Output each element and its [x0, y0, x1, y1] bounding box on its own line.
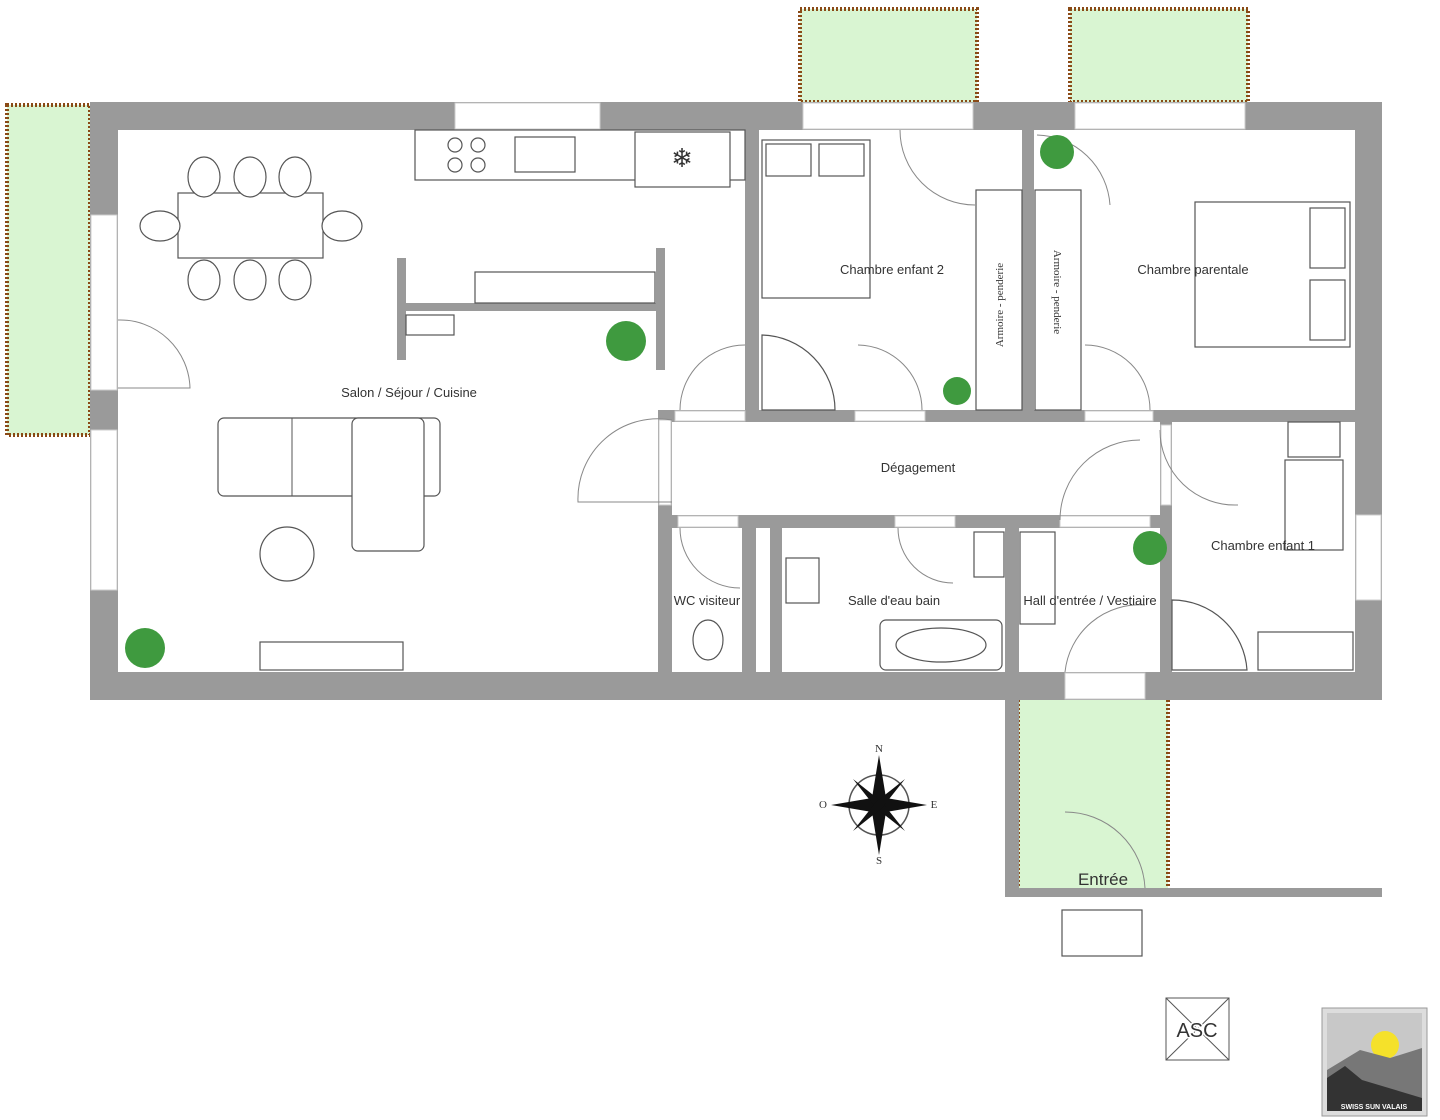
- kitchen-counter: ❄: [414, 129, 746, 188]
- svg-text:SWISS SUN VALAIS: SWISS SUN VALAIS: [1341, 1104, 1408, 1111]
- plants: [125, 135, 1167, 668]
- balcony-west: [5, 103, 92, 437]
- compass-south: S: [876, 855, 882, 867]
- entry-terrace: [1016, 700, 1170, 892]
- room-label-salle-eau: Salle d'eau bain: [848, 593, 940, 608]
- elevator: ASC: [1165, 997, 1230, 1061]
- room-label-degagement: Dégagement: [881, 460, 956, 475]
- dining-table: [139, 156, 363, 301]
- wall: [1005, 888, 1382, 897]
- compass-east: E: [931, 799, 938, 811]
- wall: [1005, 700, 1019, 897]
- room-label-hall: Hall d'entrée / Vestiaire: [1023, 593, 1156, 608]
- compass-west: O: [819, 799, 827, 811]
- sofa: [217, 271, 656, 671]
- elevator-label: ASC: [1176, 1020, 1217, 1042]
- bathroom-fixtures: [692, 531, 1143, 957]
- compass-rose-icon: N E S O: [819, 743, 938, 867]
- room-label-salon: Salon / Séjour / Cuisine: [341, 385, 477, 400]
- svg-text:❄: ❄: [671, 143, 693, 173]
- room-label-wc: WC visiteur: [674, 593, 741, 608]
- balcony-north-2: [1068, 7, 1250, 104]
- balcony-north-1: [798, 7, 979, 104]
- bedroom-furniture: [761, 139, 1354, 671]
- compass-north: N: [875, 743, 883, 755]
- label-armoire-2: Armoire - penderie: [1051, 250, 1063, 334]
- label-entree: Entrée: [1078, 870, 1128, 889]
- swiss-sun-valais-logo: SWISS SUN VALAIS: [1321, 1007, 1428, 1117]
- room-label-chambre-enfant-2: Chambre enfant 2: [840, 262, 944, 277]
- room-label-chambre-parentale: Chambre parentale: [1137, 262, 1248, 277]
- doormat: [1061, 909, 1143, 957]
- walls: [90, 102, 1382, 700]
- label-armoire-1: Armoire - penderie: [994, 263, 1006, 347]
- room-label-chambre-enfant-1: Chambre enfant 1: [1211, 538, 1315, 553]
